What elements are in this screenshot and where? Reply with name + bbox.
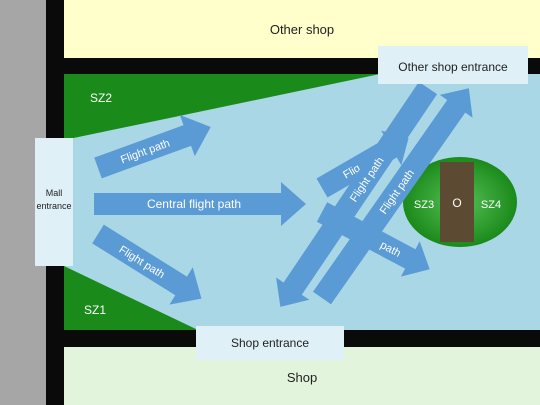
mall-entrance-label-line2: entrance bbox=[36, 201, 71, 211]
shop-entrance bbox=[196, 326, 344, 360]
shop-entrance-label: Shop entrance bbox=[231, 336, 309, 350]
central-flight-path-label: Central flight path bbox=[147, 197, 241, 211]
mall-entrance-label-line1: Mall bbox=[46, 188, 63, 198]
sz2-label: SZ2 bbox=[90, 91, 112, 105]
obstacle bbox=[440, 162, 474, 242]
other-shop-label: Other shop bbox=[270, 22, 334, 37]
obstacle-label: O bbox=[452, 196, 461, 210]
mall-entrance bbox=[35, 138, 73, 266]
central-flight-path-arrow: Central flight path bbox=[94, 182, 306, 226]
other-shop-entrance-label: Other shop entrance bbox=[398, 60, 508, 74]
sz1-label: SZ1 bbox=[84, 303, 106, 317]
safe-zone-sz2 bbox=[64, 74, 380, 140]
other-shop-entrance bbox=[378, 46, 528, 84]
sz3-label: SZ3 bbox=[414, 199, 434, 211]
sz4-label: SZ4 bbox=[481, 199, 501, 211]
safe-zone-sz1 bbox=[64, 266, 198, 330]
shop-label: Shop bbox=[287, 370, 317, 385]
